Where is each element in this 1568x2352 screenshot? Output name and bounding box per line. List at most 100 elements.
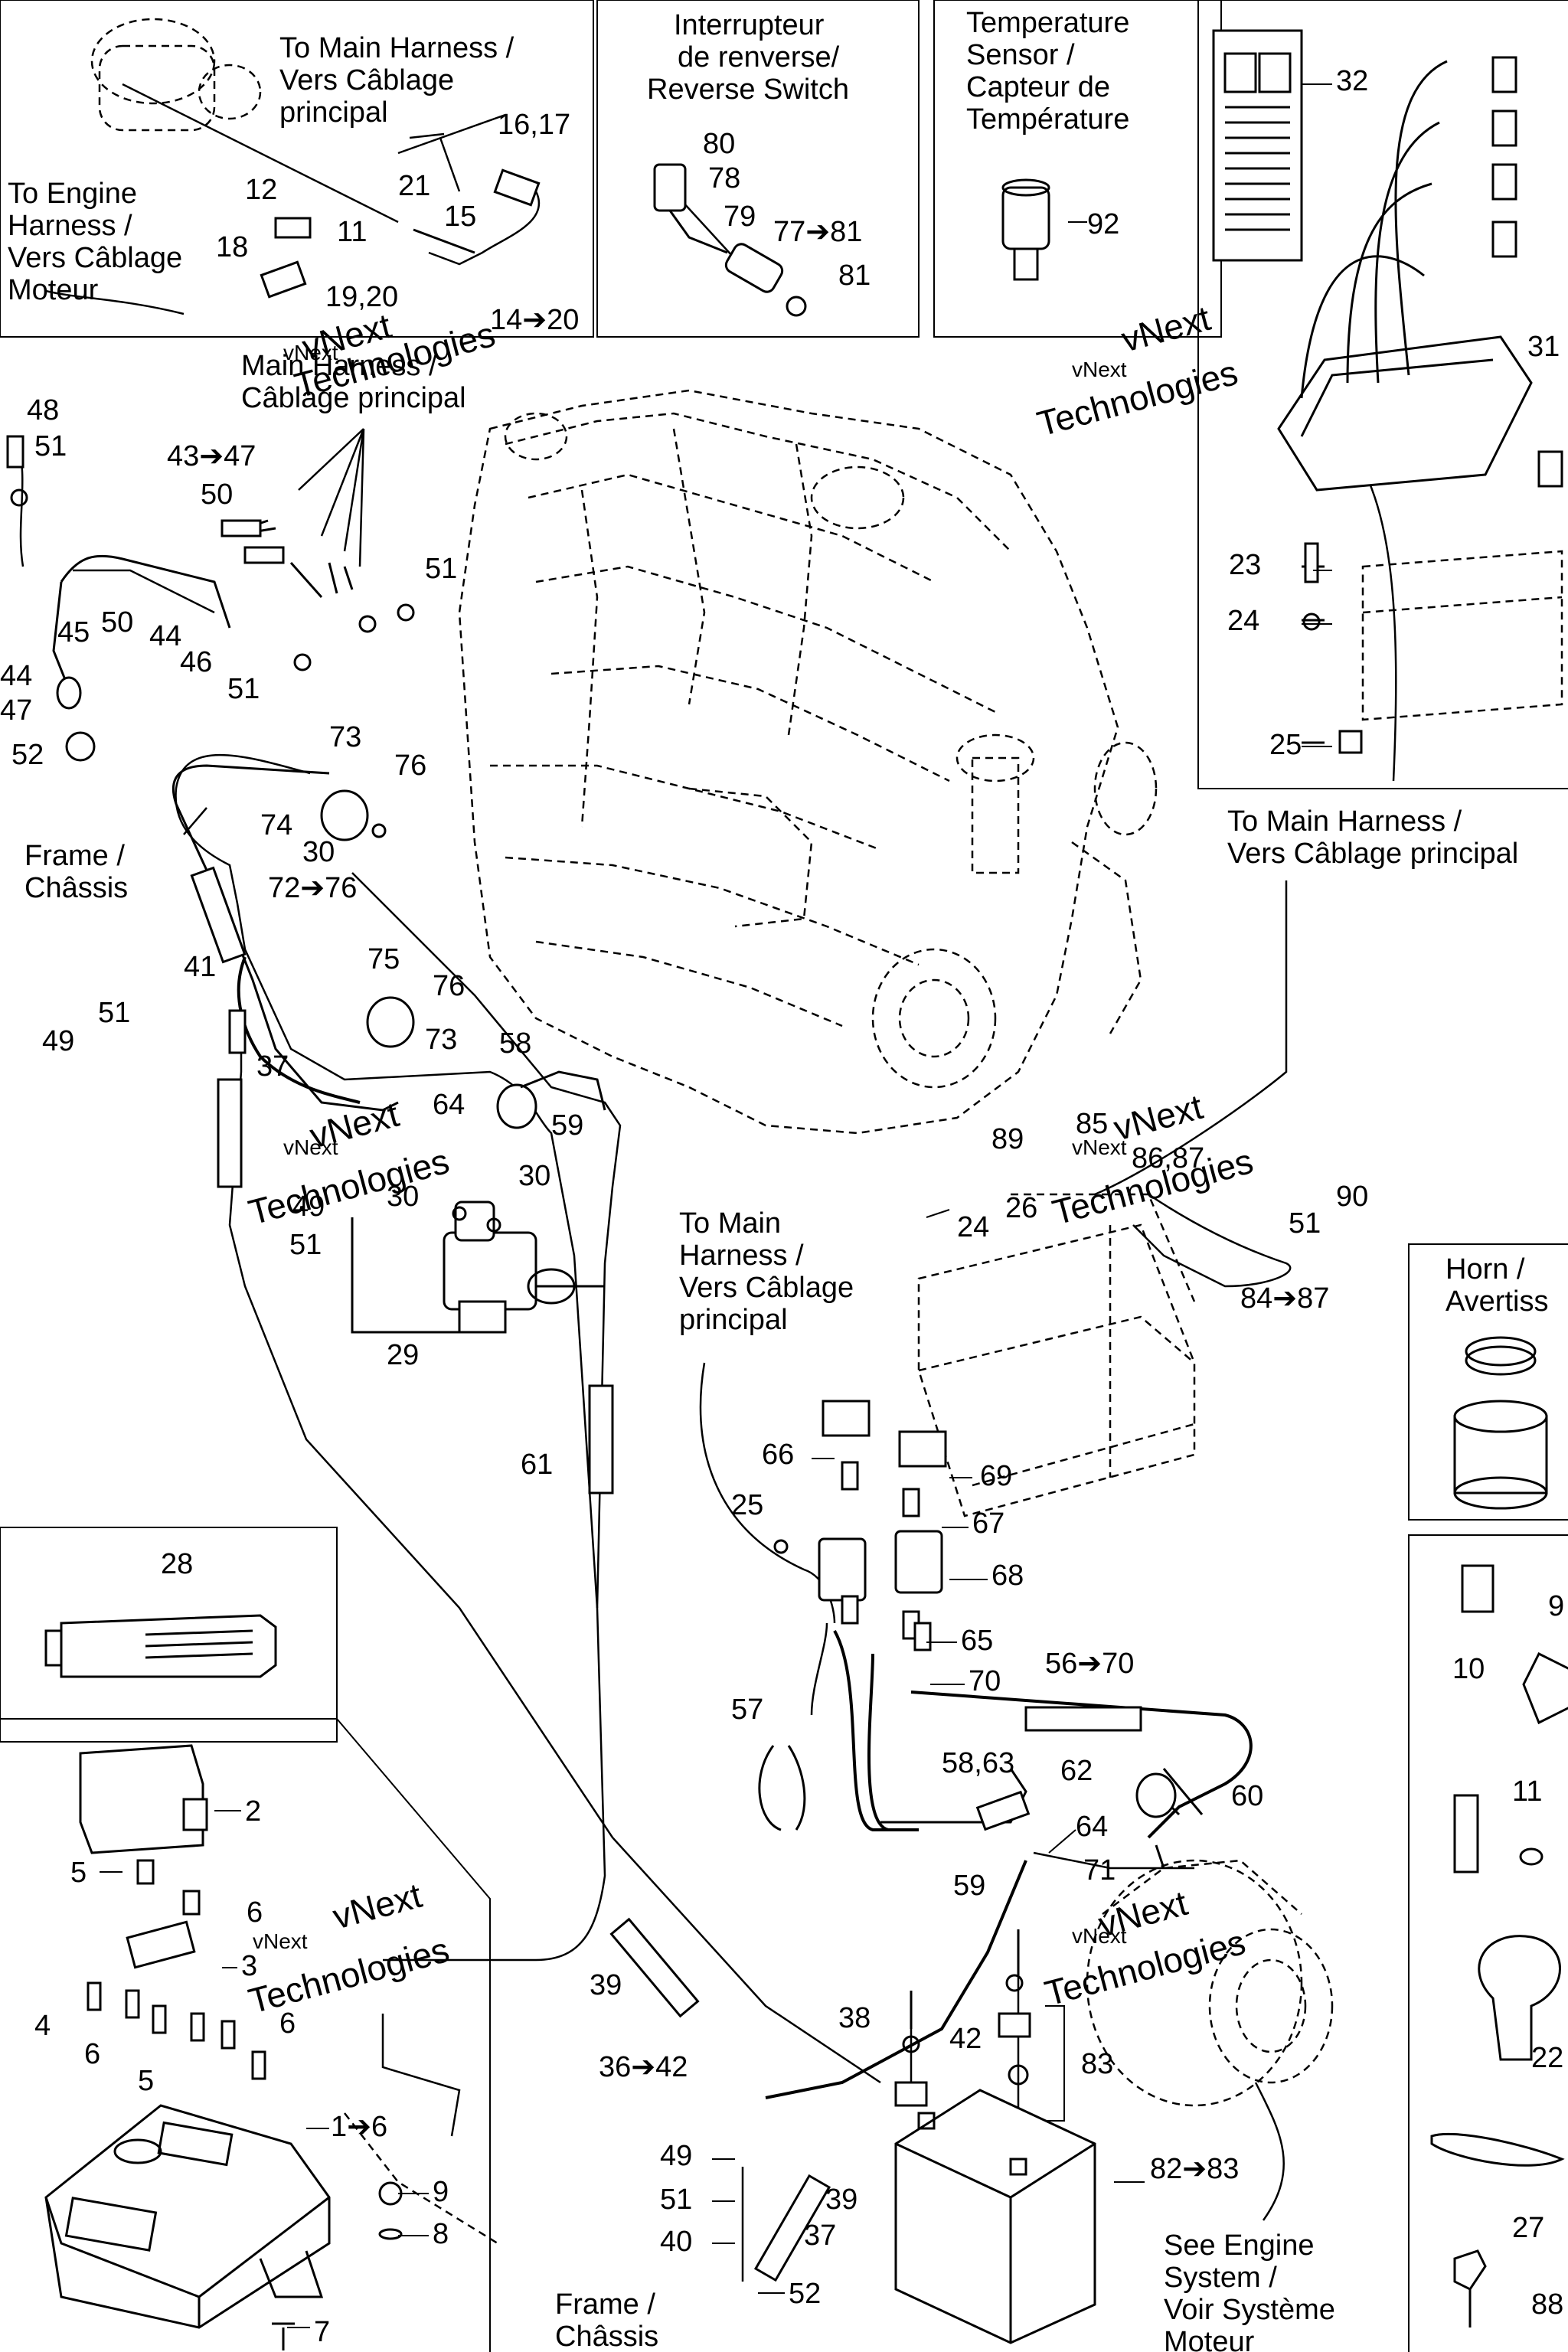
frame-bottom-line: Frame / (555, 2288, 655, 2321)
callout-label: 51 (227, 673, 260, 705)
horn-title-line: Horn / (1446, 1253, 1525, 1285)
main-harness-center-line: principal (679, 1304, 788, 1336)
valve-part (90, 18, 262, 132)
reverse-switch-part (653, 163, 807, 317)
callout-label: 12 (245, 174, 277, 206)
main-harness-label-line: principal (279, 96, 388, 129)
callout-label: 47 (0, 694, 32, 727)
callout-label: 83 (1081, 2048, 1113, 2080)
frame-left-line: Frame / (24, 840, 125, 872)
watermark-text: vNext (328, 1875, 426, 1937)
fuse-box-part (1212, 29, 1563, 754)
clips-frame (1408, 1534, 1568, 2352)
engine-system-line: Voir Système (1164, 2294, 1335, 2326)
callout-label: 82➔83 (1150, 2153, 1239, 2185)
callout-label: 24 (1227, 605, 1259, 637)
ground-strap (172, 764, 606, 1129)
callout-label: 9 (1548, 1590, 1564, 1622)
main-harness-mid-line: Main Harness / (241, 350, 437, 382)
callout-label: 89 (991, 1123, 1024, 1155)
watermark-text: vNext (1072, 1135, 1127, 1159)
engine-harness-label-line: Harness / (8, 210, 132, 242)
callout-label: 30 (518, 1160, 550, 1192)
callout-label: 32 (1336, 65, 1368, 97)
callout-label: 30 (387, 1181, 419, 1213)
callout-label: 51 (34, 430, 67, 462)
callout-label: 24 (957, 1211, 989, 1243)
callout-label: 50 (101, 606, 133, 639)
callout-label: 6 (279, 2007, 296, 2040)
watermark-text: vNext (283, 1135, 338, 1159)
callout-label: 78 (708, 162, 740, 194)
horn-frame (1408, 1243, 1568, 1521)
sensor-connector-top (260, 168, 541, 299)
engine-system-line: Moteur (1164, 2326, 1255, 2352)
callout-label: 30 (302, 836, 335, 868)
starter-solenoid (351, 1200, 605, 1334)
callout-label: 44 (0, 660, 32, 692)
callout-label: 79 (724, 201, 756, 233)
engine-harness-label-line: Vers Câblage (8, 242, 182, 274)
callout-label: 67 (972, 1508, 1004, 1540)
callout-label: 8 (433, 2218, 449, 2250)
main-harness-center-line: Harness / (679, 1240, 804, 1272)
battery (894, 1929, 1096, 2344)
temperature-sensor-title-line: Sensor / (966, 39, 1075, 71)
callout-label: 68 (991, 1560, 1024, 1592)
callout-label: 49 (292, 1191, 325, 1223)
callout-label: 51 (425, 553, 457, 585)
callout-label: 42 (949, 2023, 982, 2055)
callout-label: 81 (838, 260, 871, 292)
callout-label: 23 (1229, 549, 1261, 581)
callout-label: 19,20 (325, 281, 398, 313)
callout-label: 65 (961, 1625, 993, 1657)
callout-label: 36➔42 (599, 2051, 688, 2083)
callout-label: 74 (260, 809, 292, 841)
callout-label: 9 (433, 2176, 449, 2208)
callout-label: 84➔87 (1240, 1282, 1329, 1315)
callout-label: 49 (42, 1025, 74, 1057)
temperature-sensor-title-line: Température (966, 103, 1129, 136)
callout-label: 6 (247, 1896, 263, 1929)
callout-label: 90 (1336, 1181, 1368, 1213)
callout-label: 39 (825, 2184, 858, 2216)
reverse-switch-title: Interrupteur de renverse/ Reverse Switch (647, 9, 849, 106)
callout-label: 29 (387, 1339, 419, 1371)
callout-label: 31 (1527, 331, 1560, 363)
callout-label: 76 (394, 750, 426, 782)
horn-title: Horn / Avertiss (1446, 1253, 1548, 1318)
main-harness-mid-line: Câblage principal (241, 382, 466, 414)
callout-label: 27 (1512, 2212, 1544, 2244)
callout-label: 40 (660, 2226, 692, 2258)
temperature-sensor-part (1001, 178, 1050, 281)
watermark-text: Technologies (244, 1141, 453, 1233)
frame-bottom-line: Châssis (555, 2321, 658, 2352)
callout-label: 4 (34, 2010, 51, 2042)
alternator (1086, 1859, 1334, 2107)
callout-label: 5 (70, 1857, 87, 1889)
callout-label: 59 (953, 1870, 985, 1902)
watermark-text: vNext (1117, 298, 1214, 360)
fuse-holder-frame (0, 1718, 491, 2352)
callout-label: 43➔47 (167, 440, 256, 472)
callout-label: 39 (590, 1969, 622, 2001)
temperature-sensor-title-line: Capteur de (966, 71, 1110, 103)
main-harness-center-line: Vers Câblage (679, 1272, 854, 1304)
watermark-text: vNext (253, 1929, 308, 1953)
watermark-text: vNext (283, 341, 338, 364)
callout-label: 49 (660, 2140, 692, 2172)
callout-label: 75 (368, 943, 400, 975)
callout-label: 7 (314, 2316, 330, 2348)
fuse-holder-parts (44, 1744, 403, 2350)
main-harness-center-line: To Main (679, 1207, 781, 1240)
watermark-text: vNext (1072, 358, 1127, 381)
callout-label: 46 (180, 646, 212, 678)
callout-label: 69 (980, 1460, 1012, 1492)
callout-label: 58 (499, 1027, 531, 1060)
callout-label: 28 (161, 1548, 193, 1580)
callout-label: 41 (184, 951, 216, 983)
reverse-switch-title-line: Reverse Switch (647, 74, 849, 106)
callout-label: 21 (398, 170, 430, 202)
callout-label: 77➔81 (773, 216, 862, 248)
callout-label: 71 (1083, 1854, 1116, 1886)
